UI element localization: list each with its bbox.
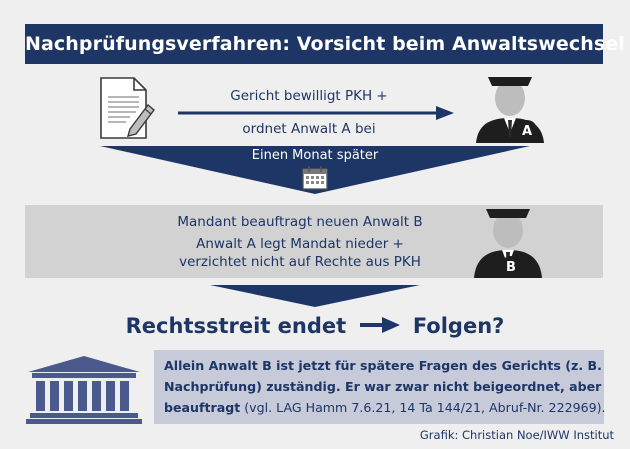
page-title: Nachprüfungsverfahren: Vorsicht beim Anw… xyxy=(25,33,625,55)
lawyer-b-icon: B xyxy=(474,209,542,278)
result-line: Rechtsstreit endet Folgen? xyxy=(0,314,630,338)
arrow-label-1: Gericht bewilligt PKH + xyxy=(230,88,388,104)
info-box xyxy=(154,350,604,424)
arrow-label-2: ordnet Anwalt A bei xyxy=(242,121,376,137)
arrow-right-icon xyxy=(359,317,400,333)
title-bar xyxy=(25,24,603,64)
lawyer-a-icon: A xyxy=(476,77,544,143)
document-pen-icon xyxy=(100,77,155,139)
lawyer-b-badge: B xyxy=(506,260,516,275)
credit: Grafik: Christian Noe/IWW Institut xyxy=(419,428,614,442)
transition-label: Einen Monat später xyxy=(251,148,379,163)
info-line3-bold: beauftragt xyxy=(164,400,241,415)
calendar-icon xyxy=(302,166,328,190)
info-line3: beauftragt (vgl. LAG Hamm 7.6.21, 14 Ta … xyxy=(164,397,606,418)
info-line1: Allein Anwalt B ist jetzt für spätere Fr… xyxy=(164,358,602,373)
step2-line2: Anwalt A legt Mandat nieder + xyxy=(196,236,404,252)
result-right: Folgen? xyxy=(412,314,505,338)
info-line3-rest: (vgl. LAG Hamm 7.6.21, 14 Ta 144/21, Abr… xyxy=(240,400,606,415)
funnel-triangle-2 xyxy=(210,285,420,307)
step2-line1: Mandant beauftragt neuen Anwalt B xyxy=(177,214,423,230)
lawyer-a-badge: A xyxy=(522,124,532,139)
arrow-right-connector xyxy=(178,106,454,120)
courthouse-icon xyxy=(26,356,142,424)
result-left: Rechtsstreit endet xyxy=(125,314,347,338)
info-line2: Nachprüfung) zuständig. Er war zwar nich… xyxy=(164,379,602,394)
step2-line3: verzichtet nicht auf Rechte aus PKH xyxy=(179,254,421,270)
